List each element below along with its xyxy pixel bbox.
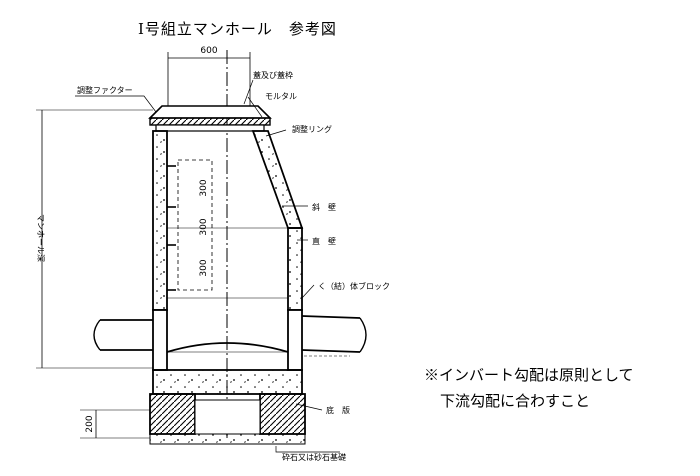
- slant-wall-label: 斜 壁: [312, 202, 336, 212]
- slant-wall: [251, 130, 304, 229]
- left-wall: [152, 130, 168, 311]
- cover-frame: [148, 105, 272, 132]
- depth-label: マンホール深: [36, 214, 45, 262]
- top-dimension: 600: [167, 46, 251, 106]
- base-slab-label: 底 版: [326, 405, 350, 415]
- gravel-base-label: 砕石又は砂石基礎: [282, 452, 346, 462]
- straight-wall-label: 直 壁: [312, 236, 336, 246]
- adjust-factor-label: 調整ファクター: [77, 85, 133, 95]
- base-slab: [149, 393, 306, 435]
- adjust-ring-label: 調整リング: [292, 124, 332, 134]
- invert-note: ※インバート勾配は原則として 下流勾配に合わすこと: [424, 362, 634, 414]
- invert-concrete: [152, 369, 303, 395]
- invert-curve: [166, 342, 289, 353]
- step-dimensions: 300 300 300: [199, 179, 209, 276]
- step-dimension-3: 300: [199, 259, 209, 276]
- note-line-2: 下流勾配に合わすこと: [440, 392, 591, 410]
- leader-lines: [75, 79, 340, 453]
- page-title: I号組立マンホール 参考図: [138, 20, 337, 38]
- step-dimension-2: 300: [199, 218, 209, 235]
- step-dimension-box: [177, 159, 213, 291]
- step-dimension-1: 300: [199, 179, 209, 196]
- inflow-pipe: [93, 319, 153, 351]
- cover-frame-label: 蓋及び蓋枠: [253, 70, 293, 80]
- base-thickness-label: 200: [85, 415, 95, 432]
- depth-dimension: マンホール深: [36, 109, 153, 369]
- lower-collar-right: [287, 309, 303, 371]
- gravel-base: [149, 433, 306, 445]
- mortar-label: モルタル: [265, 92, 297, 101]
- step-rungs: [167, 165, 176, 291]
- outflow-pipe: [301, 315, 367, 357]
- bottom-block-label: く（結）体ブロック: [318, 281, 390, 291]
- lower-collar-left: [152, 309, 168, 371]
- note-line-1: ※インバート勾配は原則として: [424, 366, 634, 384]
- base-thickness-dimension: 200: [80, 409, 150, 439]
- top-dimension-label: 600: [200, 46, 217, 56]
